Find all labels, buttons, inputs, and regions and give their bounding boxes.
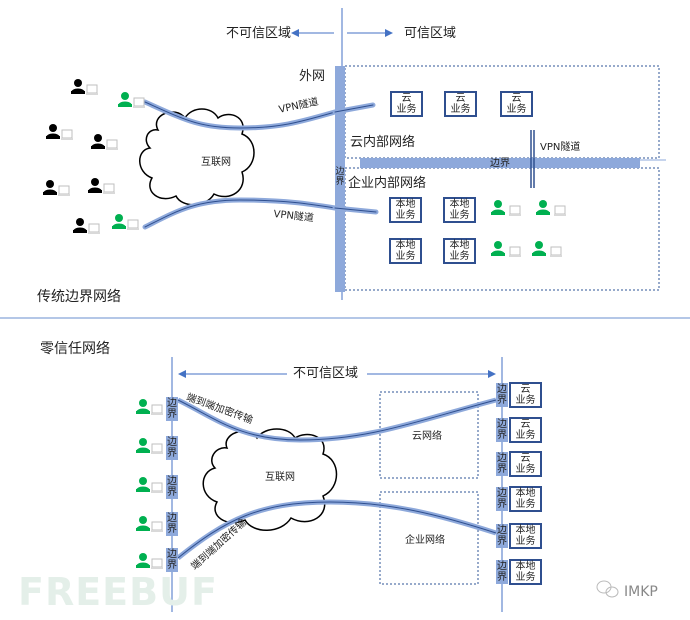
cloud-service-box: 云 业务 (390, 91, 423, 117)
right-border-tag: 边界 (496, 524, 508, 548)
local-service-box: 本地 业务 (509, 486, 542, 512)
bottom-untrusted-zone-label: 不可信区域 (293, 366, 359, 381)
service-line1: 云 (520, 384, 531, 395)
vpn-user-icon (112, 214, 140, 231)
zero-trust-user-icon (136, 399, 164, 416)
cloud-service-box: 云 业务 (509, 451, 542, 477)
bottom-internet-label: 互联网 (265, 472, 295, 483)
cloud-service-box: 云 业务 (509, 417, 542, 443)
local-service-box: 本地 业务 (389, 238, 422, 264)
service-line1: 本地 (449, 199, 470, 210)
service-line1: 本地 (515, 525, 536, 536)
cloud-service-box: 云 业务 (509, 382, 542, 408)
e2e-encrypted-tunnel-lower (176, 499, 497, 560)
service-line2: 业务 (450, 104, 471, 115)
service-line2: 业务 (396, 104, 417, 115)
left-border-tag: 边界 (166, 475, 178, 499)
service-line2: 业务 (515, 499, 536, 510)
vpn-user-icon (118, 92, 146, 109)
internet-cloud-icon (139, 108, 255, 206)
service-line1: 云 (520, 419, 531, 430)
left-border-tag: 边界 (166, 436, 178, 460)
service-line1: 本地 (395, 240, 416, 251)
enterprise-network-label: 企业网络 (405, 535, 445, 546)
wechat-account-watermark: IMKP (624, 584, 658, 600)
service-line1: 云 (455, 93, 466, 104)
service-line2: 业务 (395, 210, 416, 221)
service-line2: 业务 (395, 251, 416, 262)
service-line1: 本地 (449, 240, 470, 251)
internal-user-icon (532, 241, 563, 258)
local-service-box: 本地 业务 (443, 197, 476, 223)
zero-trust-user-icon (136, 516, 164, 533)
external-user-icon (46, 124, 74, 141)
trusted-zone-label: 可信区域 (404, 26, 457, 41)
service-line1: 本地 (395, 199, 416, 210)
cloud-service-box: 云 业务 (500, 91, 533, 117)
local-service-box: 本地 业务 (509, 523, 542, 549)
local-service-box: 本地 业务 (443, 238, 476, 264)
wechat-icon (596, 580, 619, 598)
service-line2: 业务 (515, 395, 536, 406)
service-line2: 业务 (506, 104, 527, 115)
external-user-icon (43, 180, 71, 197)
internal-user-icon (491, 241, 522, 258)
service-line2: 业务 (515, 536, 536, 547)
left-border-tag: 边界 (166, 512, 178, 536)
cloud-network-zone (379, 391, 479, 479)
vertical-vpn-tunnel (530, 130, 535, 188)
extranet-label: 外网 (299, 69, 326, 84)
zero-trust-network-title: 零信任网络 (40, 341, 110, 357)
vpn-tunnel-upper (142, 99, 376, 131)
right-border-tag: 边界 (496, 383, 508, 407)
enterprise-network-zone (379, 491, 479, 585)
service-line2: 业务 (515, 464, 536, 475)
external-user-icon (73, 218, 101, 235)
freebuf-watermark: FREEBUF (18, 570, 218, 614)
cloud-internal-network-label: 云内部网络 (350, 135, 416, 150)
horizontal-border-label: 边界 (490, 158, 510, 169)
service-line1: 云 (511, 93, 522, 104)
zero-trust-user-icon (136, 477, 164, 494)
service-line2: 业务 (515, 572, 536, 583)
service-line1: 本地 (515, 561, 536, 572)
vertical-border-bar (335, 66, 345, 292)
internal-user-icon (536, 200, 567, 217)
vpn-tunnel-vertical-label: VPN隧道 (540, 142, 581, 153)
left-border-tag: 边界 (166, 397, 178, 421)
internet-label: 互联网 (201, 157, 231, 168)
service-line1: 本地 (515, 488, 536, 499)
external-user-icon (71, 79, 99, 96)
untrusted-zone-label: 不可信区域 (226, 26, 292, 41)
external-user-icon (91, 134, 119, 151)
left-border-tag: 边界 (166, 548, 178, 572)
right-border-tag: 边界 (496, 418, 508, 442)
zero-trust-user-icon (136, 553, 164, 570)
internal-user-icon (491, 200, 522, 217)
cloud-network-label: 云网络 (412, 431, 442, 442)
zero-trust-user-icon (136, 438, 164, 455)
cloud-service-box: 云 业务 (444, 91, 477, 117)
enterprise-internal-network-label: 企业内部网络 (348, 176, 427, 191)
service-line1: 云 (520, 453, 531, 464)
right-border-tag: 边界 (496, 487, 508, 511)
service-line2: 业务 (449, 210, 470, 221)
right-border-tag: 边界 (496, 560, 508, 584)
service-line2: 业务 (515, 430, 536, 441)
vertical-border-label: 边界 (335, 167, 345, 187)
local-service-box: 本地 业务 (509, 559, 542, 585)
traditional-network-title: 传统边界网络 (37, 289, 121, 305)
horizontal-border-bar (360, 158, 640, 168)
e2e-encrypted-tunnel-upper (176, 397, 497, 443)
right-border-tag: 边界 (496, 452, 508, 476)
external-user-icon (88, 178, 116, 195)
local-service-box: 本地 业务 (389, 197, 422, 223)
vpn-tunnel-lower (142, 197, 379, 230)
service-line2: 业务 (449, 251, 470, 262)
service-line1: 云 (401, 93, 412, 104)
